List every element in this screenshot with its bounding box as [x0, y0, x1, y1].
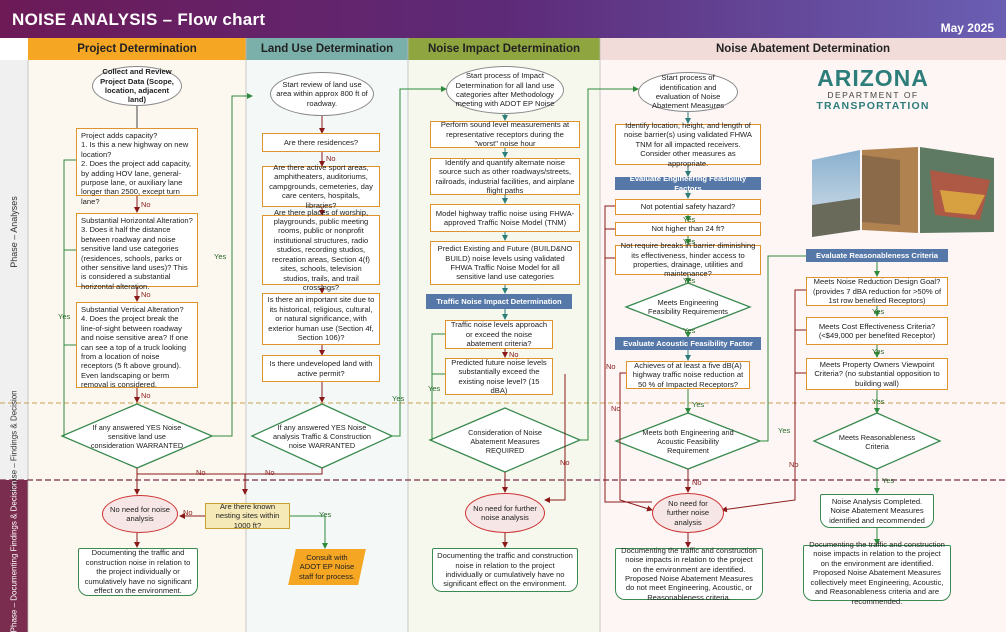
l-q4: Is there an important site due to its hi…: [262, 293, 380, 345]
nest-question: Are there known nesting sites within 100…: [205, 502, 290, 530]
p-no-need: No need for noise analysis: [102, 495, 178, 533]
n-2: Identify and quantify alternate noise so…: [430, 158, 580, 195]
a-doc: Documenting the traffic and construction…: [615, 546, 763, 602]
n-4: Predict Existing and Future (BUILD&NO BU…: [430, 241, 580, 285]
label-yes-p-left: Yes: [58, 312, 71, 321]
phase-label-findings: Phase – Findings & Decision: [9, 390, 19, 493]
n-pill: Traffic Noise Impact Determination: [426, 294, 572, 309]
label-no-a-left: No: [606, 362, 616, 371]
a-1: Identify location, height, and length of…: [615, 121, 761, 168]
r-decision: Meets Reasonableness Criteria: [838, 433, 916, 451]
l-q1: Are there residences?: [262, 133, 380, 152]
label-yes-n-left: Yes: [428, 384, 441, 393]
a-d1: Meets Engineering Feasibility Requiremen…: [648, 298, 728, 316]
lane-header-bg-1: [28, 38, 246, 60]
adot-logo: ARIZONA DEPARTMENT OF TRANSPORTATION: [808, 66, 938, 116]
r-pill: Evaluate Reasonableness Criteria: [806, 249, 948, 262]
label-yes-nest: Yes: [319, 510, 332, 519]
n-q2: Predicted future noise levels substantia…: [445, 358, 553, 395]
label-no-a-left2: No: [611, 404, 621, 413]
page-title: NOISE ANALYSIS – Flow chart: [12, 10, 266, 29]
p-decision: If any answered YES Noise sensitive land…: [90, 422, 184, 450]
label-yes-r3: Yes: [872, 397, 885, 406]
n-3: Model highway traffic noise using FHWA-a…: [430, 204, 580, 232]
label-yes-r1: Yes: [872, 307, 885, 316]
n-doc: Documenting the traffic and construction…: [432, 548, 578, 592]
p-q2: Substantial Horizontal Alteration? 3. Do…: [76, 213, 198, 291]
p-start: Collect and Review Project Data (Scope, …: [92, 66, 182, 106]
r-complete: Noise Analysis Completed. Noise Abatemen…: [820, 494, 934, 528]
highway-photos: [812, 147, 994, 237]
label-yes-a4: Yes: [683, 326, 696, 335]
label-no-p3: No: [141, 391, 151, 400]
logo-line-3: TRANSPORTATION: [816, 100, 930, 112]
p-q1: Project adds capacity? 1. Is this a new …: [76, 128, 198, 206]
n-1: Perform sound level measurements at repr…: [430, 120, 580, 148]
r-q3: Meets Property Owners Viewpoint Criteria…: [806, 358, 948, 390]
label-yes-a-d2: Yes: [778, 426, 791, 435]
label-no-a-d2: No: [692, 478, 702, 487]
label-yes-a2: Yes: [683, 237, 696, 246]
n-start: Start process of Impact Determination fo…: [446, 66, 564, 114]
label-no-p-dec: No: [196, 468, 206, 477]
label-yes-r2: Yes: [872, 347, 885, 356]
n-no-need: No need for further noise analysis: [465, 493, 545, 533]
title-bar: NOISE ANALYSIS – Flow chart May 2025: [0, 0, 1006, 38]
a-start: Start process of identification and eval…: [638, 72, 738, 112]
r-q1: Meets Noise Reduction Design Goal? (prov…: [806, 277, 948, 306]
label-no-n-right: No: [560, 458, 570, 467]
l-q3: Are there places of worship, playgrounds…: [262, 208, 380, 292]
label-no-l1: No: [326, 154, 336, 163]
a-q4: Achieves of at least a five dB(A) highwa…: [626, 361, 750, 389]
l-decision: If any answered YES Noise analysis Traff…: [272, 422, 371, 450]
date-badge: May 2025: [940, 21, 994, 35]
a-q3: Not require breaks in barrier diminishin…: [615, 241, 761, 278]
lane-bg-2: [246, 60, 408, 632]
l-q2: Are there active sport areas, amphitheat…: [262, 163, 380, 210]
n-q1: Traffic noise levels approach or exceed …: [445, 320, 553, 349]
a-d2: Meets both Engineering and Acoustic Feas…: [642, 427, 734, 455]
a-pill-1: Evaluate Engineering Feasibility Factors: [615, 174, 761, 193]
lane-header-project: Project Determination: [77, 43, 197, 55]
phase-col-doc-bg: [0, 480, 28, 632]
label-yes-a3: Yes: [683, 276, 696, 285]
l-start: Start review of land use area within app…: [270, 72, 374, 116]
lane-header-bg-3: [408, 38, 600, 60]
lane-header-noise-impact: Noise Impact Determination: [427, 43, 581, 55]
l-q5: Is there undeveloped land with active pe…: [262, 355, 380, 382]
r-doc: Documenting the traffic and construction…: [803, 540, 951, 606]
label-yes-r-dec: Yes: [882, 476, 895, 485]
n-decision: Consideration of Noise Abatement Measure…: [468, 427, 542, 455]
phase-label-documenting: Phase – Documenting Findings & Decision: [9, 480, 19, 632]
p-q3: Substantial Vertical Alteration? 4. Does…: [76, 302, 198, 389]
label-no-p1: No: [141, 200, 151, 209]
label-yes-l-dec: Yes: [392, 394, 405, 403]
label-no-l-dec: No: [265, 468, 275, 477]
a-q1: Not potential safety hazard?: [615, 199, 761, 215]
phase-label-analyses: Phase – Analyses: [9, 195, 19, 268]
label-no-n-q1: No: [509, 350, 519, 359]
lane-header-bg-2: [246, 38, 408, 60]
lane-header-abatement: Noise Abatement Determination: [715, 43, 891, 55]
logo-line-2: DEPARTMENT OF: [827, 90, 919, 100]
label-yes-a5: Yes: [692, 400, 705, 409]
lane-header-bg-4: [600, 38, 1006, 60]
a-no-need: No need for further noise analysis: [652, 493, 724, 533]
label-yes-a1: Yes: [683, 215, 696, 224]
a-q2: Not higher than 24 ft?: [615, 222, 761, 236]
p-doc: Documenting the traffic and construction…: [78, 548, 198, 596]
consult-staff: Consult with ADOT EP Noise staff for pro…: [288, 549, 366, 585]
lane-header-land-use: Land Use Determination: [260, 43, 394, 55]
label-no-r-left: No: [789, 460, 799, 469]
label-yes-p-right: Yes: [214, 252, 227, 261]
r-q2: Meets Cost Effectiveness Criteria? (<$49…: [806, 317, 948, 345]
a-pill-2: Evaluate Acoustic Feasibility Factor: [615, 337, 761, 350]
label-no-p2: No: [141, 290, 151, 299]
logo-line-1: ARIZONA: [817, 65, 929, 91]
label-no-nest: No: [183, 508, 193, 517]
